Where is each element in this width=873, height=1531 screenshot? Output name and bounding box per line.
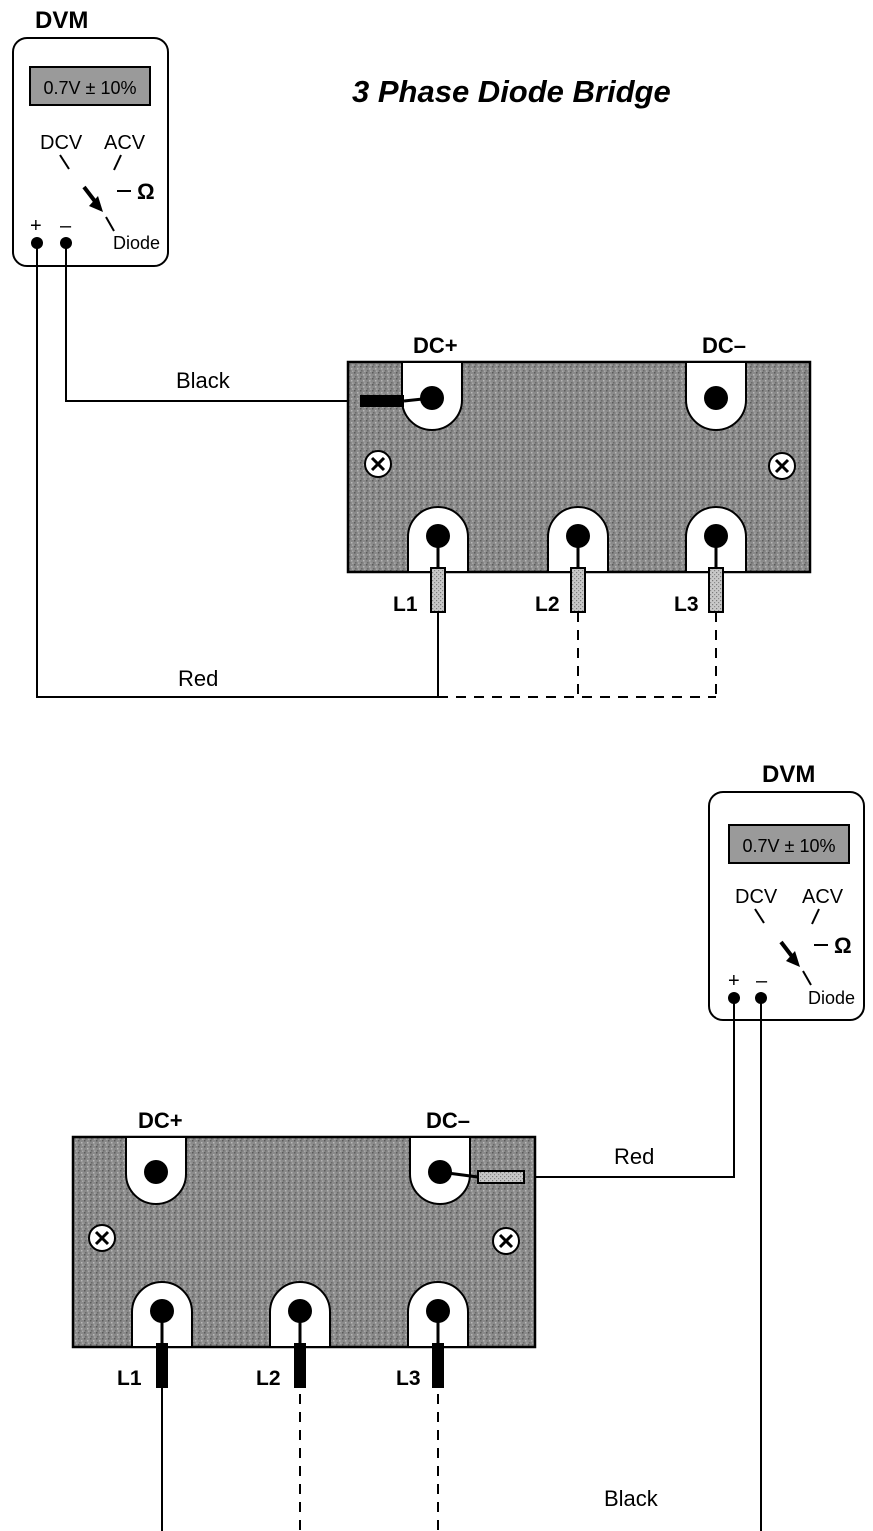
mounting-screw-icon <box>768 452 796 480</box>
l2-label: L2 <box>535 593 560 616</box>
dc-minus-post-icon <box>704 386 728 410</box>
l2-label: L2 <box>256 1367 281 1390</box>
wiring-2: Red Black <box>161 998 762 1531</box>
red-probe-tip <box>477 1170 525 1184</box>
red-probe-tip-l3 <box>708 567 724 613</box>
l1-label: L1 <box>393 593 418 616</box>
diode-bridge-1: DC+ DC– L1 L2 L3 <box>346 333 812 616</box>
mounting-screw-icon <box>364 450 392 478</box>
dc-minus-label: DC– <box>702 333 746 358</box>
dial-dcv-label: DCV <box>40 132 83 154</box>
dvm-display-reading: 0.7V ± 10% <box>743 836 836 856</box>
l3-label: L3 <box>396 1367 421 1390</box>
dial-diode-label: Diode <box>808 988 855 1008</box>
diagram-title: 3 Phase Diode Bridge <box>352 74 671 109</box>
dial-dcv-label: DCV <box>735 886 778 908</box>
terminal-plus-label: + <box>728 970 740 992</box>
dvm-meter-2: DVM 0.7V ± 10% DCV ACV Ω Diode + – <box>708 761 865 1021</box>
dvm-display-reading: 0.7V ± 10% <box>44 78 137 98</box>
dvm-label: DVM <box>762 761 815 788</box>
lead-red-label: Red <box>178 666 218 691</box>
black-probe-tip-l1 <box>156 1343 168 1388</box>
wiring-1: Black Red <box>36 243 717 698</box>
dial-diode-label: Diode <box>113 233 160 253</box>
mounting-screw-icon <box>88 1224 116 1252</box>
dc-minus-label: DC– <box>426 1108 470 1133</box>
dc-plus-post-icon <box>144 1160 168 1184</box>
dvm-display <box>728 824 850 864</box>
dvm-display <box>29 66 151 106</box>
lead-black-label: Black <box>604 1486 659 1511</box>
dvm-meter-1: DVM 0.7V ± 10% DCV ACV Ω Diode + – <box>12 7 169 267</box>
dc-plus-label: DC+ <box>138 1108 183 1133</box>
diode-bridge-2: DC+ DC– L1 L2 L3 <box>71 1108 537 1390</box>
red-probe-tip-l2 <box>570 567 586 613</box>
terminal-minus-label: – <box>60 215 72 237</box>
black-probe-tip <box>360 395 404 407</box>
lead-black-label: Black <box>176 368 231 393</box>
dvm-label: DVM <box>35 7 88 34</box>
dial-acv-label: ACV <box>802 886 844 908</box>
terminal-plus-label: + <box>30 215 42 237</box>
l1-label: L1 <box>117 1367 142 1390</box>
black-probe-tip-l3 <box>432 1343 444 1388</box>
terminal-minus-label: – <box>756 970 768 992</box>
black-probe-tip-l2 <box>294 1343 306 1388</box>
dc-plus-label: DC+ <box>413 333 458 358</box>
lead-red-label: Red <box>614 1144 654 1169</box>
dial-pointer-icon <box>779 940 800 967</box>
red-probe-tip-l1 <box>430 567 446 613</box>
mounting-screw-icon <box>492 1227 520 1255</box>
dial-acv-label: ACV <box>104 132 146 154</box>
dial-ohm-label: Ω <box>834 933 852 958</box>
l3-label: L3 <box>674 593 699 616</box>
dial-ohm-label: Ω <box>137 179 155 204</box>
dial-pointer-icon <box>82 185 103 212</box>
